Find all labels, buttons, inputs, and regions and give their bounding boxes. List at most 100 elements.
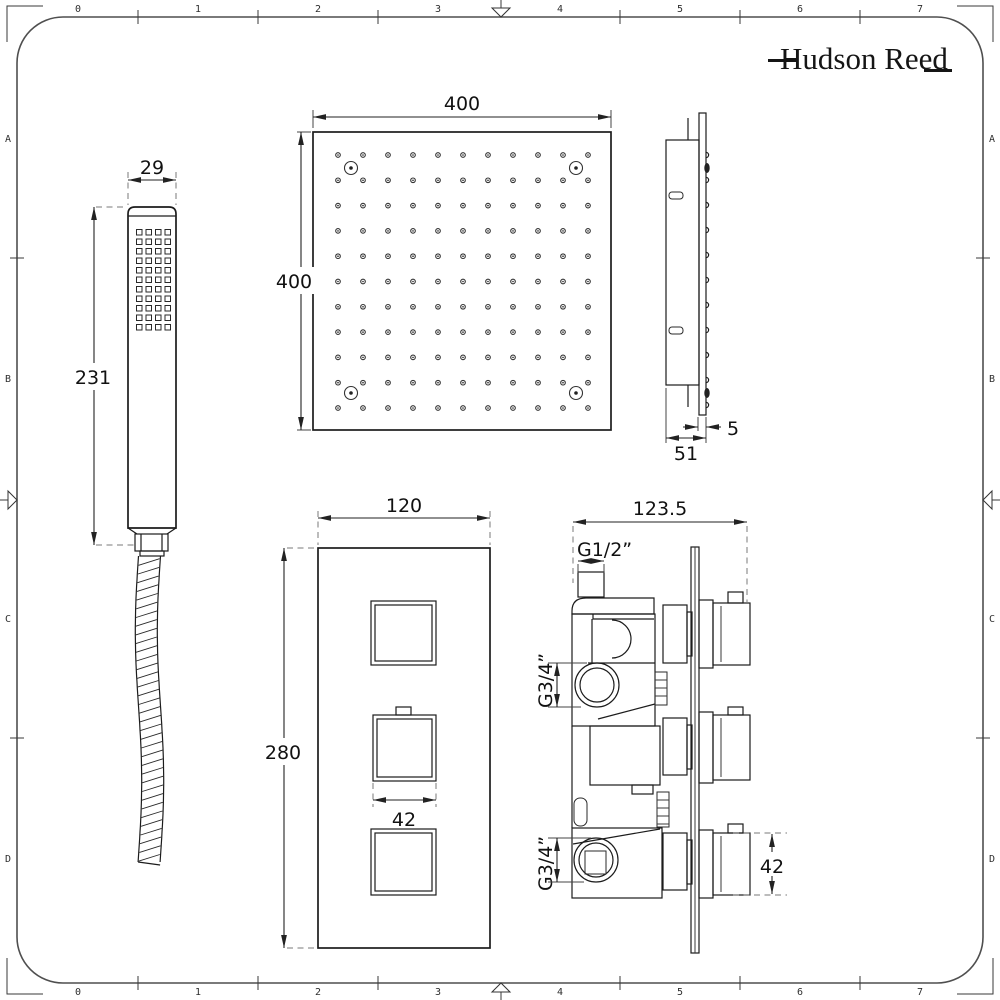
head-face-plate <box>698 112 707 416</box>
knob-height-dim: 42 <box>760 856 784 878</box>
body-slot <box>573 797 588 827</box>
zone-letter-left: C <box>5 614 11 625</box>
ruler-number-top: 7 <box>917 4 923 15</box>
knob-bottom <box>712 832 751 896</box>
dimension-arrowhead <box>591 558 604 564</box>
ruler-number-top: 3 <box>435 4 441 15</box>
brand-logo: Hudson Reed <box>768 42 968 78</box>
inlet-thread-dim: G1/2” <box>577 539 632 561</box>
dimension-arrowhead <box>666 435 679 441</box>
center-mark-top <box>490 7 512 18</box>
dimension-arrowhead <box>734 519 747 525</box>
ruler-number-bottom: 2 <box>315 987 321 998</box>
hose-collar <box>139 550 165 557</box>
ruler-number-top: 6 <box>797 4 803 15</box>
dimension-arrowhead <box>693 435 706 441</box>
zone-letter-right: B <box>989 374 995 385</box>
hose-nut <box>134 533 169 552</box>
hand-shower-taper <box>127 527 177 535</box>
port-bottom <box>573 837 619 883</box>
ruler-number-bottom: 7 <box>917 987 923 998</box>
dimension-arrowhead <box>685 424 698 430</box>
dimension-arrowhead <box>554 694 560 707</box>
ruler-number-bottom: 3 <box>435 987 441 998</box>
hand-shower-height-dim: 231 <box>75 367 111 389</box>
mount-slot <box>668 326 684 335</box>
hand-shower-body <box>127 206 177 529</box>
center-mark-bottom <box>490 982 512 993</box>
ruler-number-top: 0 <box>75 4 81 15</box>
center-mark-left <box>7 489 18 511</box>
shower-hose <box>134 555 165 866</box>
valve-handle-bottom <box>370 828 437 896</box>
hand-shower-spray-grid <box>136 229 171 331</box>
valve-lower-chamber <box>571 827 663 899</box>
nozzle-grid <box>335 152 591 411</box>
screw-hole <box>568 385 584 401</box>
screw-hole <box>568 160 584 176</box>
shower-head-width-dim: 400 <box>444 93 480 115</box>
corner-mark <box>957 958 994 995</box>
dimension-arrowhead <box>554 838 560 851</box>
ruler-number-bottom: 6 <box>797 987 803 998</box>
cartridge-flange-bottom <box>662 832 688 891</box>
knob-middle <box>712 714 751 781</box>
hand-shower-drawing: 29 231 <box>68 157 177 866</box>
shower-head-front-drawing: 400 400 <box>270 93 612 431</box>
handle-width-dim: 42 <box>392 809 416 831</box>
dimension-arrowhead <box>554 663 560 676</box>
inlet-pipe <box>577 571 605 598</box>
shower-head-height-dim: 400 <box>276 271 312 293</box>
dimension-arrowhead <box>298 132 304 145</box>
dimension-arrowhead <box>298 417 304 430</box>
dimension-arrowhead <box>769 881 775 894</box>
zone-letter-left: D <box>5 854 11 865</box>
dimension-arrowhead <box>128 177 141 183</box>
dimension-arrows <box>91 114 775 948</box>
dimension-arrowhead <box>706 424 719 430</box>
ruler-number-bottom: 4 <box>557 987 563 998</box>
dimension-arrowhead <box>281 935 287 948</box>
side-nozzle-bumps <box>704 151 710 409</box>
brand-logo-text: Hudson Reed <box>780 41 948 76</box>
dimension-arrowhead <box>163 177 176 183</box>
valve-height-dim: 280 <box>265 742 301 764</box>
screw-hole <box>343 160 359 176</box>
corner-mark <box>957 5 994 42</box>
ruler-number-top: 5 <box>677 4 683 15</box>
dimension-arrowhead <box>554 869 560 882</box>
hand-shower-width-dim: 29 <box>140 157 164 179</box>
valve-trim-plate <box>317 547 491 949</box>
head-depth-dim: 51 <box>674 443 698 465</box>
knob-top <box>712 602 751 666</box>
ruler-number-bottom: 1 <box>195 987 201 998</box>
logo-right-bar <box>924 69 952 72</box>
zone-letter-right: A <box>989 134 995 145</box>
corner-mark <box>6 958 43 995</box>
valve-width-dim: 120 <box>386 495 422 517</box>
valve-overall-dim: 123.5 <box>633 498 687 520</box>
dimension-arrowhead <box>91 207 97 220</box>
port-top <box>574 662 620 708</box>
valve-front-drawing: 120 280 42 <box>259 495 491 949</box>
cartridge-flange-top <box>662 604 688 664</box>
ruler-number-top: 4 <box>557 4 563 15</box>
port-bottom-thread-dim: G3/4” <box>535 836 557 891</box>
zone-letter-right: C <box>989 614 995 625</box>
dimension-arrowhead <box>573 519 586 525</box>
plate-thickness-dim: 5 <box>727 418 739 440</box>
cartridge-flange-middle <box>662 717 688 776</box>
zone-letter-left: A <box>5 134 11 145</box>
head-housing <box>665 139 700 386</box>
valve-top-cap <box>571 597 655 615</box>
valve-handle-middle <box>372 714 437 782</box>
dimension-arrowhead <box>477 515 490 521</box>
dimension-arrowhead <box>423 797 436 803</box>
dimension-arrowhead <box>318 515 331 521</box>
logo-left-bar <box>768 59 796 62</box>
ruler-number-bottom: 0 <box>75 987 81 998</box>
valve-side-drawing: 123.5 G1/2” G3/4” G3/4” 42 <box>535 498 787 954</box>
zone-letter-right: D <box>989 854 995 865</box>
